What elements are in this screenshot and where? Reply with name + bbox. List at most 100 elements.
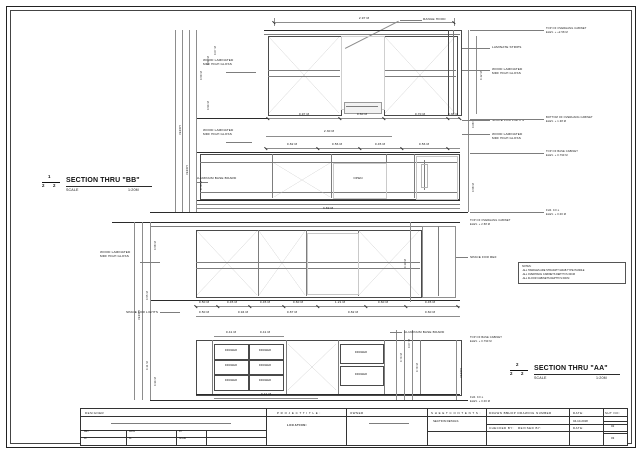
title-block: DESIGNER P R O J E C T T I T L E : LOCAT… [80, 408, 628, 446]
upper-dim-top-1: 0.60 M [356, 112, 368, 116]
tall-unit-right [416, 156, 458, 200]
upper-dim-mid-1: 0.56 M [331, 142, 343, 146]
upper-dim-bottom: 3.69 M [322, 206, 334, 210]
label-range-hood: RANGE HOOD [423, 17, 446, 21]
upper-verify-0: VERIFY [179, 124, 182, 135]
upper-dim-mid-3: 0.56 M [418, 142, 430, 146]
range-hood-canopy [344, 102, 382, 114]
lower-dim-up-2: 0.45 M [259, 300, 271, 304]
upper-overall-dim: 2.97 M [358, 16, 370, 20]
notes-box: NOTES: -ALL HANDLES ARE STRAIGHT GRAB TY… [518, 262, 626, 284]
upper-verify-1: VERIFY [186, 164, 189, 175]
upper-elev-3: FLR. F.F.L ELEV. + 0.00 M [546, 209, 566, 217]
lower-dim-up-0: 0.50 M [198, 300, 210, 304]
section-aa-scale-label: SCALE [534, 376, 547, 380]
drawer-box-8 [340, 366, 384, 386]
lower-vdim-8: 0.34 M [154, 377, 157, 386]
lower-vdim-4: 0.07 M [408, 339, 411, 348]
upper-vdim-4: 0.79 M [200, 181, 203, 190]
upper-dim-top-3: 0.30 M [447, 112, 459, 116]
notes-heading: NOTES: [522, 265, 532, 268]
tb-sheet-contents-label: S H E E T C O N T E N T S : [431, 410, 481, 415]
tb-location-label: LOCATION: [287, 423, 308, 427]
section-aa-scale-value: 1:20M [596, 376, 607, 380]
drawer-label-7: DRAWER [354, 351, 368, 354]
drawer-label-3: DRAWER [224, 364, 238, 367]
label-alum-base-board-lower: ALUMINUM BASE BOARD [404, 330, 445, 334]
upper-vdim-5: 0.12 M [480, 71, 483, 80]
upper-vdim-2: 0.94 M [207, 101, 210, 110]
handle-detail [421, 164, 428, 188]
lower-upper-cabinet-run [196, 230, 422, 298]
tb-rev-row-1-0: 01 [129, 438, 132, 440]
upper-dim-top-0: 0.97 M [298, 112, 310, 116]
tb-rev-col-1: DATE [129, 431, 135, 433]
tb-checked-by-label: CHECKED BY: [489, 425, 514, 430]
drawer-label-1: DRAWER [224, 349, 238, 352]
drawer-box-5 [214, 374, 250, 391]
lower-dim-low-3: 0.82 M [347, 310, 359, 314]
upper-elev-1-value: ELEV. + 1.38 M [546, 119, 567, 123]
lower-vdim-5: 0.79 M [416, 363, 419, 372]
tb-drawn-by-label: DRAWN BY: [489, 410, 510, 415]
section-bb-marker-left: 2 [42, 183, 45, 188]
upper-elev-3-value: ELEV. + 0.00 M [546, 212, 567, 216]
upper-elev-1: BOTTOM OF OVERHANG CABINET ELEV. + 1.38 … [546, 116, 593, 124]
label-open: OPEN [353, 176, 363, 180]
section-aa-marker-left: 2 [510, 371, 513, 376]
lower-elev-0: TOP OF OVERHANG CABINET ELEV. + 2.58 M [470, 219, 511, 227]
range-hood-body [341, 36, 385, 110]
section-aa-marker-right: 2 [521, 371, 524, 376]
label-space-for-ref: SPACE FOR REF [470, 255, 497, 259]
drawer-label-8: DRAWER [354, 373, 368, 376]
space-for-ref-column [422, 226, 456, 298]
notes-line-0: -ALL HANDLES ARE STRAIGHT GRAB TYPE HAND… [522, 268, 585, 272]
label-laminate-strips: LAMINATE STRIPS [492, 45, 522, 49]
base-cabinet-run [200, 154, 460, 200]
lower-dim-low-0: 0.50 M [198, 310, 210, 314]
section-bb-marker-right: 2 [53, 183, 56, 188]
lower-elev-2-value: ELEV. + 0.790 M [470, 339, 492, 343]
drawer-box-6 [248, 374, 284, 391]
upper-dim-mid-0: 0.82 M [286, 142, 298, 146]
upper-dim-mid-total: 2.30 M [323, 129, 335, 133]
drawer-box-2 [248, 344, 284, 361]
drawer-box-4 [248, 359, 284, 376]
lower-dim-up-6: 0.45 M [424, 300, 436, 304]
section-bb-marker-top: 1 [48, 174, 51, 179]
lower-elev-3-text: FLR. F.F.L [470, 396, 484, 399]
tb-shop-dwg-no-label: SHOP DRAWING NUMBER [506, 410, 552, 415]
lower-dim-low-4: 0.60 M [424, 310, 436, 314]
notes-line-1: -ALL OVERHANG CABINETS DEPTH IS 30CM [522, 272, 575, 276]
sheet-border-outer [6, 6, 636, 448]
drawer-box-7 [340, 344, 384, 364]
drawer-label-2: DRAWER [258, 349, 272, 352]
tb-rev-row-0-2: ISSUE [179, 438, 186, 440]
tb-rev-col-2: BY [179, 431, 183, 433]
lower-elev-3-value: ELEV. + 0.00 M [470, 399, 491, 403]
lower-verify-1: VERIFY [460, 367, 463, 378]
upper-elev-0-text: TOP OF OVERHANG CABINET [546, 27, 587, 30]
tb-rev-row-0-0: 00 [84, 438, 87, 440]
lower-dim-up-1: 0.45 M [226, 300, 238, 304]
lower-elev-2-text: TOP OF BASE CABINET [470, 336, 503, 339]
lower-vdim-2: 0.11 M [146, 361, 149, 370]
lower-dim-drawer-1: 0.41 M [259, 330, 271, 334]
tb-date2-label: DATE: [573, 425, 584, 430]
tb-project-title-label: P R O J E C T T I T L E : [277, 410, 321, 415]
upper-elev-2: TOP OF BASE CABINET ELEV. + 0.790 M [546, 150, 578, 158]
lower-dim-low-1: 0.94 M [237, 310, 249, 314]
upper-vdim-0: 0.07 M [214, 46, 217, 55]
tb-date1-value: 04-10-2018 [573, 418, 588, 423]
tb-sheet-no-label: SHT NO: [605, 410, 621, 415]
drawer-box-1 [214, 344, 250, 361]
lower-elev-3: FLR. F.F.L ELEV. + 0.00 M [470, 396, 490, 404]
lower-centre-unit [307, 233, 359, 295]
laminate-strip-column [448, 30, 462, 116]
